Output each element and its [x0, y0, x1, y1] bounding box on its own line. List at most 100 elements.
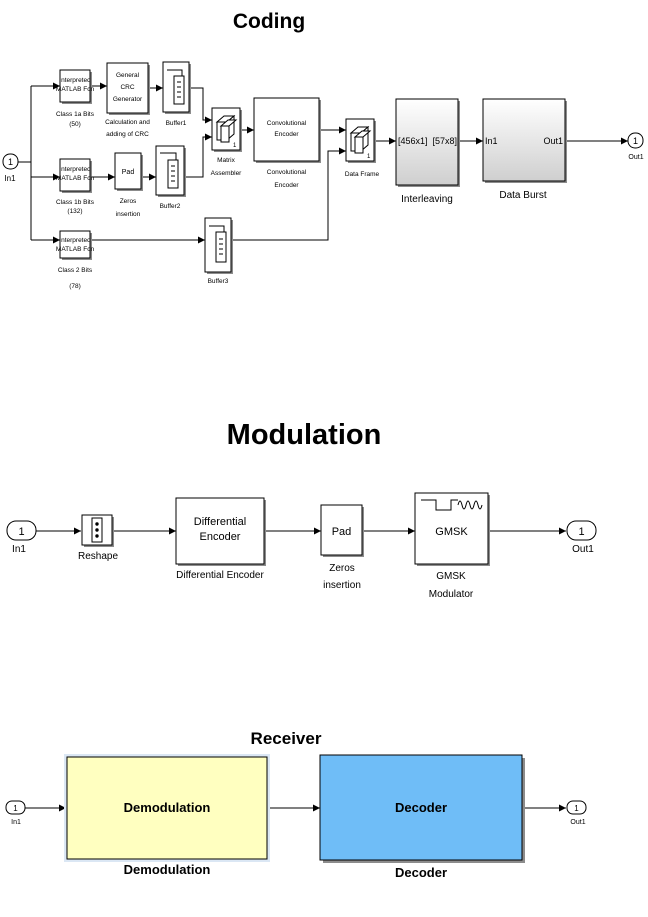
buffer1-block[interactable]: Buffer1 [162, 61, 191, 127]
convolutional-encoder-block[interactable]: Convolutional Encoder Convolutional Enco… [253, 97, 321, 189]
differential-encoder-block[interactable]: Differential Encoder Differential Encode… [175, 497, 266, 581]
diff-text1: Differential [194, 516, 246, 528]
fcn-block-class1a[interactable]: Interpreted MATLAB Fcn Class 1a Bits (50… [56, 69, 95, 128]
modulation-inport-label: In1 [12, 544, 26, 555]
buffer3-block[interactable]: Buffer3 [204, 217, 233, 285]
decoder-subsystem[interactable]: Decoder Decoder [319, 754, 525, 880]
gmsk-label1: GMSK [436, 571, 466, 582]
data-burst-subsystem[interactable]: In1 Out1 Data Burst [482, 98, 567, 201]
fcn3-text1: Interpreted [59, 237, 91, 244]
coding-pad-text: Pad [122, 169, 135, 176]
receiver-outport-number: 1 [574, 804, 579, 813]
gmsk-waveform-icon [421, 499, 483, 511]
conv-label2: Encoder [274, 182, 299, 189]
receiver-title: Receiver [251, 729, 322, 748]
buffer2-block[interactable]: Buffer2 [155, 145, 186, 210]
decoder-text: Decoder [395, 800, 447, 815]
fcn1-label2: (50) [69, 121, 81, 128]
modulation-pad-label1: Zeros [329, 563, 355, 574]
coding-pad-block[interactable]: Pad Zeros insertion [114, 152, 143, 218]
coding-inport-label: In1 [4, 174, 16, 183]
crc-text2: CRC [120, 84, 134, 91]
buffer2-label: Buffer2 [160, 203, 181, 210]
coding-pad-label1: Zeros [120, 198, 137, 205]
modulation-inport-number: 1 [18, 526, 24, 538]
data-burst-label: Data Burst [499, 190, 546, 201]
conv-text1: Convolutional [267, 120, 307, 127]
interleaving-port-out: [57x8] [432, 136, 457, 146]
crc-label1: Calculation and [105, 119, 150, 126]
interleaving-port-in: [456x1] [398, 136, 428, 146]
buffer1-label: Buffer1 [166, 120, 187, 127]
fcn2-label1: Class 1b Bits [56, 199, 95, 206]
coding-title: Coding [233, 10, 305, 33]
interleaving-subsystem[interactable]: [456x1] [57x8] Interleaving [395, 98, 460, 205]
demod-label: Demodulation [124, 862, 211, 877]
gmsk-modulator-block[interactable]: GMSK GMSK Modulator [414, 492, 490, 600]
modulation-title: Modulation [227, 419, 382, 451]
matrix-concat-icon: 1 [215, 114, 238, 149]
demod-text: Demodulation [124, 800, 211, 815]
fcn1-text2: MATLAB Fcn [56, 86, 95, 93]
buffer3-label: Buffer3 [208, 278, 229, 285]
crc-label2: adding of CRC [106, 131, 149, 138]
svg-text:1: 1 [367, 154, 371, 160]
matrix-assembler-block[interactable]: 1 Matrix Assembler [211, 107, 243, 177]
fcn2-label2: (132) [67, 208, 82, 215]
modulation-outport-label: Out1 [572, 544, 594, 555]
data-frame-block[interactable]: 1 Data Frame [345, 118, 380, 178]
modulation-outport[interactable]: 1 Out1 [566, 520, 597, 555]
fcn2-text1: Interpreted [59, 166, 91, 173]
reshape-icon [91, 517, 103, 543]
coding-inport-number: 1 [8, 157, 13, 167]
gmsk-label2: Modulator [429, 589, 474, 600]
fcn-block-class2[interactable]: Interpreted MATLAB Fcn Class 2 Bits (78) [56, 230, 95, 290]
modulation-section: Modulation 1 In1 Reshape [6, 419, 597, 600]
modulation-outport-number: 1 [578, 526, 584, 538]
data-frame-label: Data Frame [345, 171, 380, 178]
matrix-label2: Assembler [211, 170, 243, 177]
demodulation-subsystem[interactable]: Demodulation Demodulation [64, 754, 270, 877]
fcn3-label1: Class 2 Bits [58, 267, 93, 274]
data-burst-port-out: Out1 [543, 136, 563, 146]
conv-text2: Encoder [274, 131, 299, 138]
coding-outport-label: Out1 [628, 154, 643, 161]
coding-wires [17, 82, 628, 244]
fcn1-text1: Interpreted [59, 77, 91, 84]
fcn2-text2: MATLAB Fcn [56, 175, 95, 182]
modulation-inport[interactable]: 1 In1 [6, 520, 37, 555]
modulation-pad-block[interactable]: Pad Zeros insertion [320, 504, 364, 591]
modulation-pad-text: Pad [332, 526, 352, 538]
interleaving-label: Interleaving [401, 194, 453, 205]
receiver-outport[interactable]: 1 Out1 [566, 800, 587, 826]
coding-outport[interactable]: 1 Out1 [627, 132, 644, 161]
receiver-inport[interactable]: 1 In1 [5, 800, 26, 826]
data-frame-concat-icon: 1 [349, 125, 372, 160]
coding-pad-label2: insertion [116, 211, 141, 218]
receiver-inport-label: In1 [11, 819, 21, 826]
reshape-block[interactable]: Reshape [78, 514, 118, 562]
matrix-label1: Matrix [217, 157, 235, 164]
reshape-label: Reshape [78, 551, 118, 562]
fcn3-text2: MATLAB Fcn [56, 246, 95, 253]
coding-section: Coding 1 In1 [2, 10, 644, 290]
modulation-pad-label2: insertion [323, 580, 361, 591]
buffer3-icon [209, 225, 227, 263]
receiver-inport-number: 1 [13, 804, 18, 813]
fcn3-label2: (78) [69, 283, 81, 290]
svg-text:1: 1 [233, 143, 237, 149]
coding-inport[interactable]: 1 In1 [2, 153, 19, 183]
gmsk-text: GMSK [435, 526, 468, 538]
data-burst-port-in: In1 [485, 136, 498, 146]
coding-outport-number: 1 [633, 136, 638, 146]
crc-text1: General [116, 72, 140, 79]
buffer1-icon [167, 69, 185, 105]
fcn-block-class1b[interactable]: Interpreted MATLAB Fcn Class 1b Bits (13… [56, 158, 95, 215]
decoder-label: Decoder [395, 865, 447, 880]
buffer2-icon [160, 152, 179, 189]
fcn1-label1: Class 1a Bits [56, 111, 95, 118]
diff-label: Differential Encoder [176, 570, 264, 581]
crc-generator-block[interactable]: General CRC Generator Calculation and ad… [105, 62, 150, 138]
diff-text2: Encoder [200, 531, 241, 543]
